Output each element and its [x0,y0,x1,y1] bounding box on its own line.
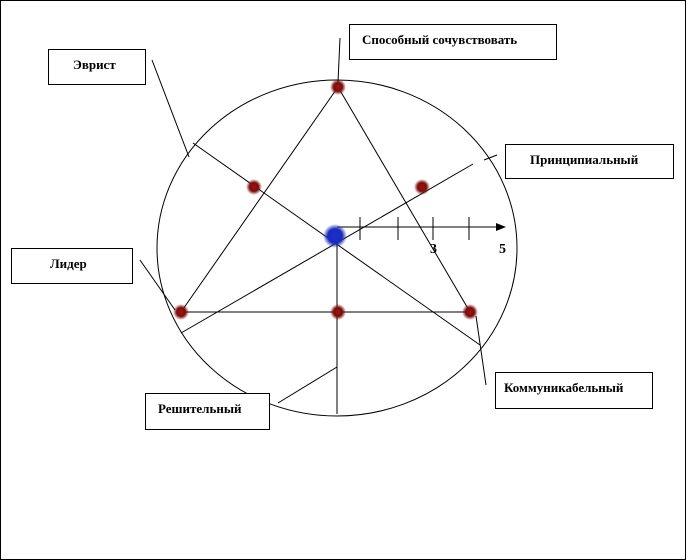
trait-dot-leader [173,304,189,320]
leader-line-leader [139,259,176,311]
center-dot [323,224,347,248]
triangle-edge [337,86,471,313]
label-heurist: Эврист [48,49,146,85]
trait-dot-decisive [330,304,346,320]
trait-dot-principled [414,179,430,195]
label-empathic: Способный сочувствовать [349,24,557,60]
scale-label-5: 5 [499,242,506,257]
leader-line-empathic [337,37,341,83]
label-decisive: Решительный [145,393,270,430]
triangle-edge [180,86,339,313]
trait-dot-empathic [330,79,346,95]
leader-line-decisive [277,366,338,404]
leader-line-heurist [151,59,190,158]
label-principled: Принципиальный [505,144,674,179]
label-communicative: Коммуникабельный [495,372,653,409]
leader-line-communicative [475,315,487,386]
leader-line-principled [483,154,498,161]
scale-label-3: 3 [430,242,437,257]
trait-dot-communicative [462,304,478,320]
label-leader: Лидер [11,248,133,284]
trait-dot-heurist [246,179,262,195]
